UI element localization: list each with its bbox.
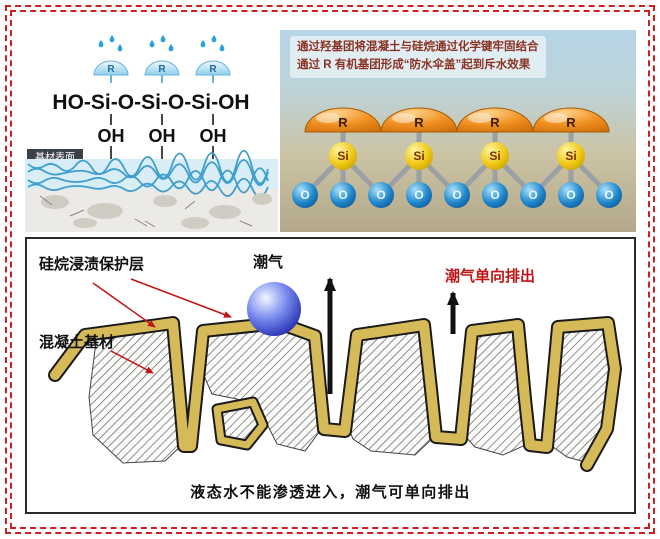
si-labels: Si Si Si Si [337, 149, 576, 163]
o-atoms [292, 182, 622, 208]
substrate-label: 混凝土基材 [39, 334, 115, 351]
si-label: Si [337, 149, 348, 163]
bond-lines [110, 114, 214, 125]
o-label: O [566, 188, 575, 202]
panel-waterproof-umbrella: R R R R Si Si Si Si [280, 30, 636, 232]
o-label: O [376, 188, 385, 202]
r-label: R [414, 115, 424, 130]
molecular-network: R R R R Si Si Si Si [292, 107, 622, 208]
o-labels: O O O O O O O O O [300, 188, 613, 202]
o-label: O [300, 188, 309, 202]
r-label: R [566, 115, 576, 130]
rain-drops-icon [98, 35, 225, 52]
oh-label: OH [98, 126, 125, 146]
mechanism-caption: 通过羟基团将混凝土与硅烷通过化学键牢固结合 通过 R 有机基团形成“防水伞盖”起… [290, 36, 546, 78]
o-label: O [528, 188, 537, 202]
oh-label: OH [200, 126, 227, 146]
si-label: Si [413, 149, 424, 163]
umbrella-r-icons [93, 60, 231, 83]
r-dome-icons [304, 107, 610, 133]
si-label: Si [489, 149, 500, 163]
coated-fragment [211, 396, 269, 451]
si-atoms [329, 142, 585, 170]
r-label: R [107, 64, 115, 75]
o-label: O [338, 188, 347, 202]
bond-lines-to-surface [110, 146, 214, 159]
silanol-diagram: R R R HO-Si-O-Si-O-Si-OH OH OH OH 基材表面 [25, 35, 278, 232]
r-dome-labels: R R R R [338, 115, 576, 130]
r-label: R [209, 64, 217, 75]
r-label: R [158, 64, 166, 75]
oh-labels: OH OH OH [98, 126, 227, 146]
one-way-discharge-label: 潮气单向排出 [445, 268, 536, 285]
oh-label: OH [149, 126, 176, 146]
caption-line2: 通过 R 有机基团形成“防水伞盖”起到斥水效果 [297, 58, 531, 71]
r-label: R [338, 115, 348, 130]
coating-label: 硅烷浸渍保护层 [39, 256, 145, 273]
moisture-diagram [48, 277, 622, 472]
annotation-pointers [92, 278, 232, 374]
vapor-arrows [324, 277, 459, 394]
moisture-droplet-icon [247, 282, 301, 336]
o-label: O [452, 188, 461, 202]
caption-line1: 通过羟基团将混凝土与硅烷通过化学键牢固结合 [297, 41, 539, 53]
si-label: Si [565, 149, 576, 163]
o-label: O [414, 188, 423, 202]
panel-silanol-bonding: R R R HO-Si-O-Si-O-Si-OH OH OH OH 基材表面 [25, 30, 278, 232]
r-label: R [490, 115, 500, 130]
panel-moisture-diagram: 硅烷浸渍保护层 混凝土基材 潮气 潮气单向排出 液态水不能渗透进入，潮气可单向排… [25, 237, 636, 514]
bottom-caption: 液态水不能渗透进入，潮气可单向排出 [190, 484, 471, 501]
o-label: O [604, 188, 613, 202]
umbrella-r-labels: R R R [107, 64, 217, 75]
moisture-label: 潮气 [253, 254, 284, 271]
o-label: O [490, 188, 499, 202]
silane-coating-band [48, 316, 622, 472]
substrate-texture [25, 149, 278, 232]
siloxane-formula: HO-Si-O-Si-O-Si-OH [52, 91, 249, 114]
